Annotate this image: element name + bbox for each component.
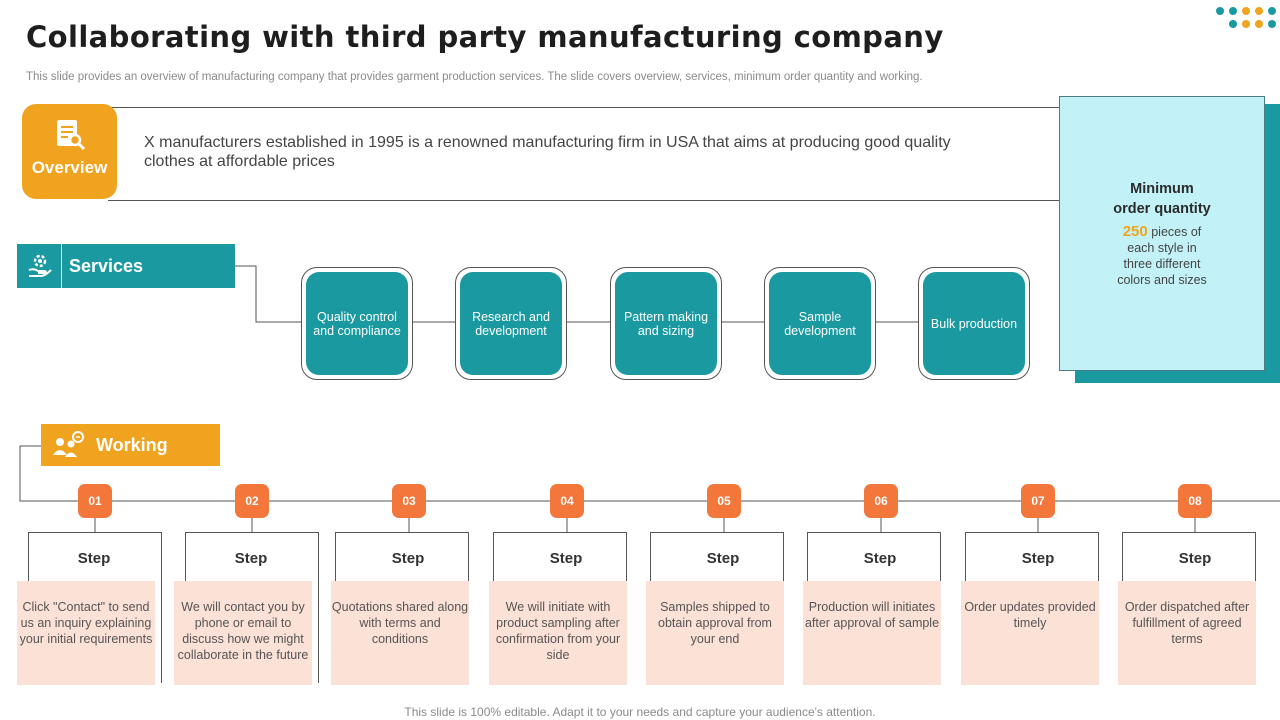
people-chat-icon	[53, 431, 84, 457]
step-number: 05	[707, 484, 741, 518]
service-label: Bulk production	[923, 272, 1025, 375]
step-title: Step	[863, 550, 897, 567]
step-number: 08	[1178, 484, 1212, 518]
step-number: 03	[392, 484, 426, 518]
step-title: Step	[706, 550, 740, 567]
overview-badge: Overview	[22, 104, 117, 199]
step-title: Step	[391, 550, 425, 567]
min-order-title-line1: Minimum	[1130, 181, 1194, 197]
step-title: Step	[234, 550, 268, 567]
decorative-dots	[1212, 5, 1280, 31]
overview-text: X manufacturers established in 1995 is a…	[144, 134, 951, 170]
step-number: 04	[550, 484, 584, 518]
overview-label: Overview	[31, 158, 108, 177]
min-order-card: Minimum order quantity 250 pieces of eac…	[1059, 96, 1265, 371]
min-order-line4: colors and sizes	[1117, 273, 1207, 287]
service-label: Research and development	[460, 272, 562, 375]
step-title: Step	[1178, 550, 1212, 567]
step-description: Order dispatched after fulfillment of ag…	[1118, 581, 1256, 685]
working-header	[41, 424, 220, 466]
step-title: Step	[77, 550, 111, 567]
service-label: Quality control and compliance	[306, 272, 408, 375]
service-label: Pattern making and sizing	[615, 272, 717, 375]
step-description: Production will initiates after approval…	[803, 581, 941, 685]
min-order-unit: pieces of	[1151, 225, 1202, 239]
service-card: Pattern making and sizing	[610, 267, 722, 380]
step-description: Click "Contact" to send us an inquiry ex…	[17, 581, 155, 685]
step-number: 01	[78, 484, 112, 518]
min-order-body: 250 pieces of each style in three differ…	[1060, 224, 1264, 288]
step-number: 02	[235, 484, 269, 518]
step-number: 07	[1021, 484, 1055, 518]
services-icon-box	[17, 244, 62, 288]
service-card: Quality control and compliance	[301, 267, 413, 380]
page-title: Collaborating with third party manufactu…	[26, 20, 944, 54]
document-search-icon	[57, 120, 86, 151]
overview-panel	[108, 107, 1068, 201]
step-title: Step	[1021, 550, 1055, 567]
page-subtitle: This slide provides an overview of manuf…	[26, 71, 923, 83]
step-description: Samples shipped to obtain approval from …	[646, 581, 784, 685]
min-order-number: 250	[1122, 223, 1148, 240]
service-label: Sample development	[769, 272, 871, 375]
step-description: Quotations shared along with terms and c…	[331, 581, 469, 685]
services-header	[17, 244, 235, 288]
working-label: Working	[96, 435, 168, 455]
min-order-title: Minimum order quantity	[1060, 179, 1264, 219]
step-number: 06	[864, 484, 898, 518]
hand-gear-icon	[28, 254, 52, 277]
step-description: Order updates provided timely	[961, 581, 1099, 685]
min-order-line2: each style in	[1127, 241, 1197, 255]
services-label: Services	[69, 256, 144, 276]
step-title: Step	[549, 550, 583, 567]
min-order-line3: three different	[1123, 257, 1201, 271]
service-card: Bulk production	[918, 267, 1030, 380]
service-card: Sample development	[764, 267, 876, 380]
service-card: Research and development	[455, 267, 567, 380]
min-order-title-line2: order quantity	[1113, 201, 1211, 217]
footer-note: This slide is 100% editable. Adapt it to…	[404, 705, 876, 719]
step-description: We will initiate with product sampling a…	[489, 581, 627, 685]
step-description: We will contact you by phone or email to…	[174, 581, 312, 685]
